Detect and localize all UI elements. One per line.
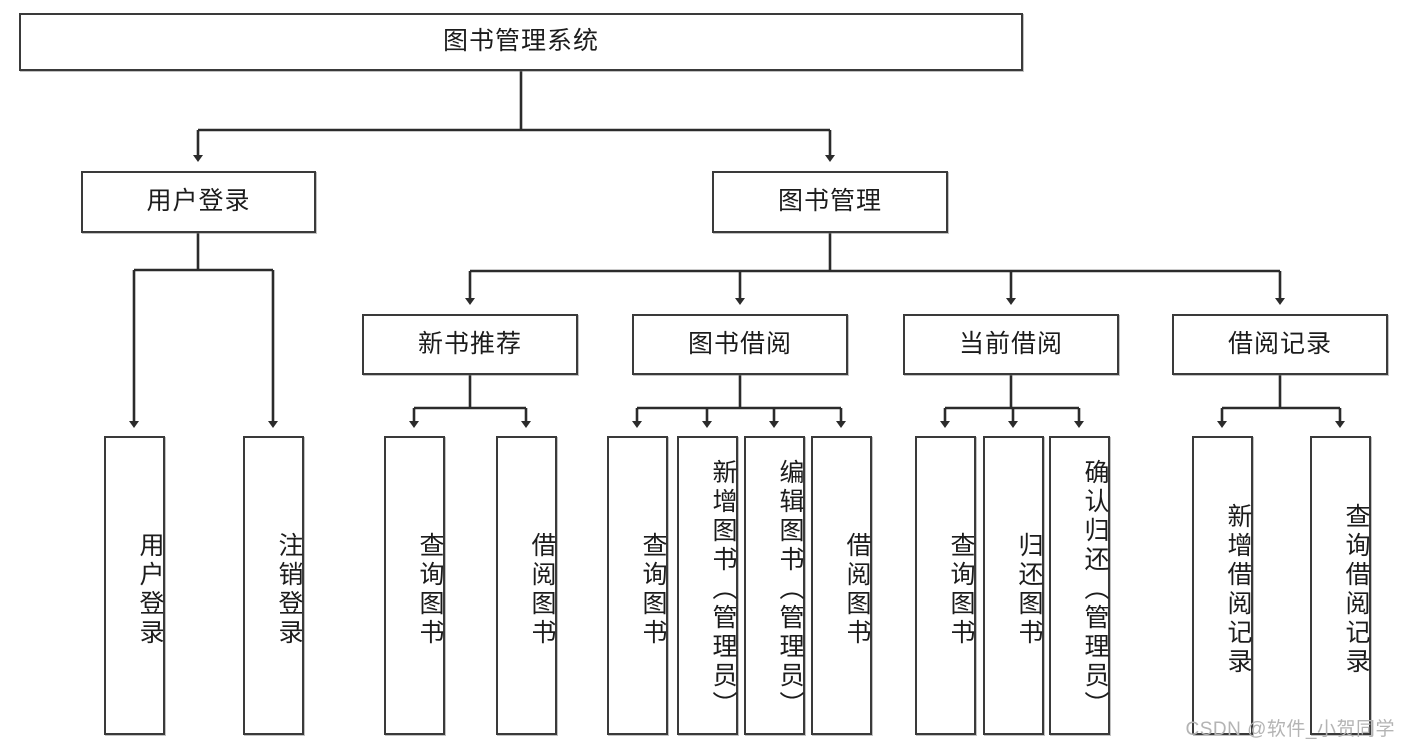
node-root-system[interactable]: 图书管理系统 <box>19 13 1023 71</box>
node-borrow-record[interactable]: 借阅记录 <box>1172 314 1388 375</box>
node-leaf-query-record[interactable]: 查询借阅记录 <box>1310 436 1371 735</box>
node-leaf-add-record[interactable]: 新增借阅记录 <box>1192 436 1253 735</box>
node-leaf-add-book[interactable]: 新增图书（管理员） <box>677 436 738 735</box>
node-book-borrow[interactable]: 图书借阅 <box>632 314 848 375</box>
node-leaf-logout-login[interactable]: 注销登录 <box>243 436 304 735</box>
node-user-login[interactable]: 用户登录 <box>81 171 316 233</box>
node-leaf-query-book-3[interactable]: 查询图书 <box>915 436 976 735</box>
node-current-borrow[interactable]: 当前借阅 <box>903 314 1119 375</box>
node-leaf-return-book[interactable]: 归还图书 <box>983 436 1044 735</box>
node-leaf-query-book-2[interactable]: 查询图书 <box>607 436 668 735</box>
node-leaf-user-login[interactable]: 用户登录 <box>104 436 165 735</box>
node-leaf-borrow-book-1[interactable]: 借阅图书 <box>496 436 557 735</box>
node-book-manage[interactable]: 图书管理 <box>712 171 948 233</box>
node-leaf-borrow-book-2[interactable]: 借阅图书 <box>811 436 872 735</box>
csdn-watermark: CSDN @软件_小贺同学 <box>1185 719 1395 740</box>
node-leaf-query-book-1[interactable]: 查询图书 <box>384 436 445 735</box>
node-new-book-recommend[interactable]: 新书推荐 <box>362 314 578 375</box>
node-leaf-edit-book[interactable]: 编辑图书（管理员） <box>744 436 805 735</box>
node-leaf-confirm-return[interactable]: 确认归还（管理员） <box>1049 436 1110 735</box>
